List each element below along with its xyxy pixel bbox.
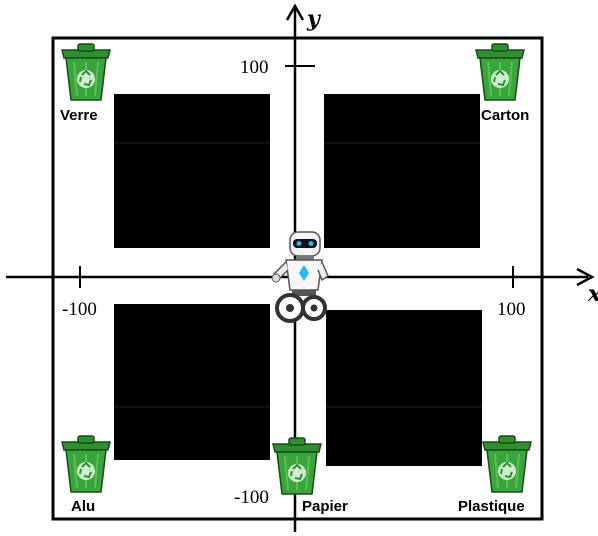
recycle-bin-icon bbox=[475, 43, 525, 101]
x-axis-label: x bbox=[587, 281, 598, 307]
obstacle-top-left bbox=[114, 94, 270, 248]
y-axis-label: y bbox=[306, 6, 322, 32]
x-tick-left-label: -100 bbox=[62, 299, 97, 320]
bin-label-carton: Carton bbox=[481, 107, 529, 124]
bin-carton: Carton bbox=[475, 43, 529, 124]
bin-papier: Papier bbox=[272, 437, 348, 515]
y-axis-arrow bbox=[285, 3, 305, 21]
recycle-bin-icon bbox=[61, 435, 111, 493]
recycle-bin-icon bbox=[61, 43, 111, 101]
y-tick-top-label: 100 bbox=[240, 57, 269, 78]
bin-label-papier: Papier bbox=[302, 498, 348, 515]
bin-plastique: Plastique bbox=[458, 435, 532, 515]
obstacle-bottom-left bbox=[114, 304, 270, 460]
obstacle-top-right bbox=[324, 94, 480, 248]
bin-label-plastique: Plastique bbox=[458, 498, 525, 515]
bin-label-verre: Verre bbox=[60, 107, 98, 124]
y-tick-bottom-label: -100 bbox=[234, 487, 269, 508]
x-axis-arrow bbox=[576, 267, 595, 287]
robot-icon bbox=[271, 231, 329, 323]
recycle-bin-icon bbox=[272, 437, 322, 495]
x-tick-right-label: 100 bbox=[497, 299, 526, 320]
playfield-border bbox=[51, 36, 544, 521]
bin-label-alu: Alu bbox=[71, 498, 95, 515]
bin-alu: Alu bbox=[61, 435, 111, 515]
recycle-bin-icon bbox=[482, 435, 532, 493]
bin-verre: Verre bbox=[60, 43, 111, 124]
obstacle-bottom-right bbox=[326, 310, 482, 466]
